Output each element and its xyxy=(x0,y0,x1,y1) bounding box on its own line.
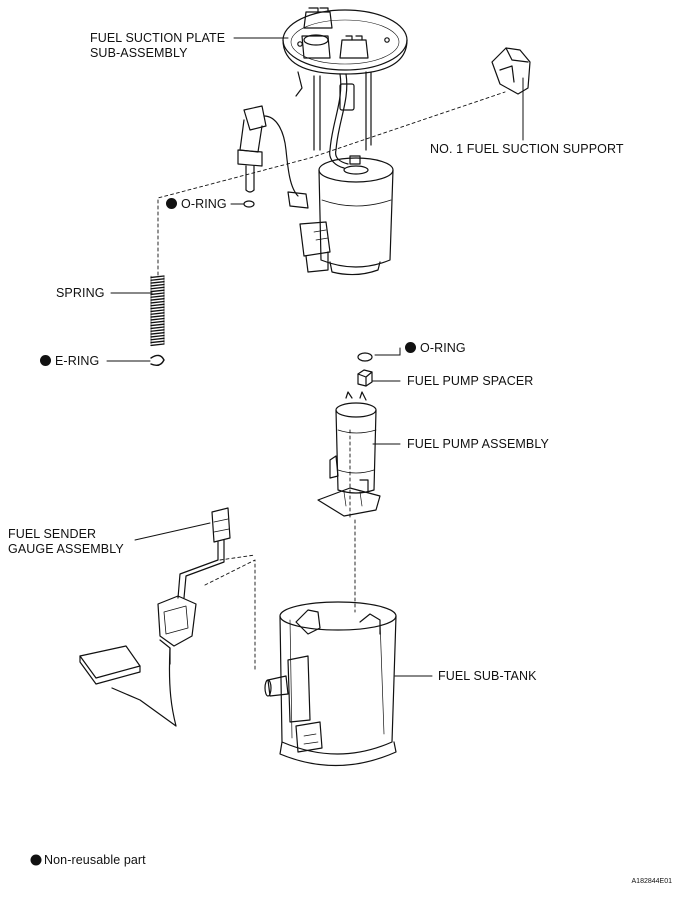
fuel-pump-assembly-drawing xyxy=(317,391,381,517)
fuel-pump-spacer-drawing xyxy=(357,369,373,387)
o-ring-upper-drawing xyxy=(243,200,255,208)
label-fuel-pump-spacer: FUEL PUMP SPACER xyxy=(407,374,534,388)
label-fuel-sender-gauge: FUEL SENDER GAUGE ASSEMBLY xyxy=(8,527,124,556)
suction-support-drawing xyxy=(491,47,531,95)
fuel-sender-gauge-drawing xyxy=(79,507,231,727)
legend-dot-icon xyxy=(30,854,42,866)
label-fuel-sub-tank: FUEL SUB-TANK xyxy=(438,669,537,683)
fuel-suction-plate-drawing xyxy=(237,7,408,276)
label-o-ring-upper: O-RING xyxy=(166,197,227,212)
non-reusable-dot-icon xyxy=(166,198,177,209)
non-reusable-dot-icon xyxy=(40,355,51,366)
label-suction-support: NO. 1 FUEL SUCTION SUPPORT xyxy=(430,142,624,156)
non-reusable-dot-icon xyxy=(405,342,416,353)
figure-code: A182844E01 xyxy=(631,878,672,885)
label-fuel-suction-plate: FUEL SUCTION PLATE SUB-ASSEMBLY xyxy=(90,31,226,60)
spring-outline xyxy=(150,275,165,345)
leader-lines xyxy=(106,37,524,677)
fuel-sub-tank-drawing xyxy=(264,601,397,767)
label-spring: SPRING xyxy=(56,286,105,300)
alignment-dashes xyxy=(157,91,506,671)
e-ring-drawing xyxy=(150,354,165,367)
o-ring-lower-drawing xyxy=(357,352,373,362)
legend-text: Non-reusable part xyxy=(44,853,146,867)
label-fuel-pump-assembly: FUEL PUMP ASSEMBLY xyxy=(407,437,549,451)
spring-drawing xyxy=(150,275,165,347)
label-e-ring: E-RING xyxy=(40,354,99,369)
label-o-ring-lower: O-RING xyxy=(405,341,466,356)
spring-coil xyxy=(150,275,165,347)
